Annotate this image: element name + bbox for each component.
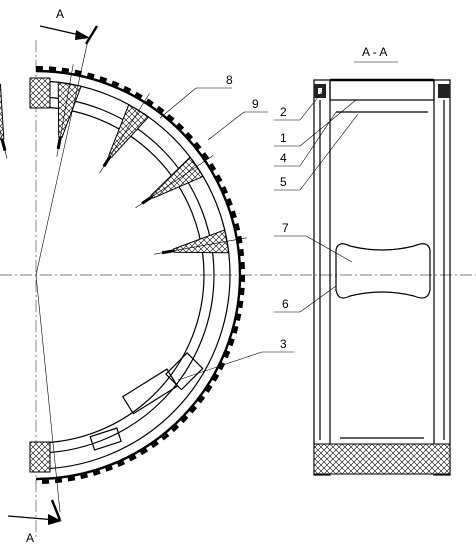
spoke-6 — [108, 103, 150, 158]
callout-4: 4 — [280, 151, 287, 165]
window-slot-upper — [165, 352, 204, 391]
section-title: A - A — [362, 45, 387, 59]
spoke-7 — [150, 156, 204, 199]
leader-5 — [299, 113, 359, 191]
callout-7: 7 — [282, 221, 289, 235]
callout-2: 2 — [280, 105, 287, 119]
section-arrowhead-bottom — [48, 514, 62, 525]
spoke-axis-5 — [56, 64, 74, 157]
bottom-band — [313, 443, 451, 475]
leader-2 — [299, 91, 323, 121]
window-slot-lower — [121, 368, 179, 415]
leader-9 — [207, 111, 245, 141]
callout-6: 6 — [282, 297, 289, 311]
end-block-top — [29, 77, 51, 109]
spoke-8 — [173, 229, 230, 254]
section-line-upper — [35, 39, 89, 276]
window-opening — [335, 243, 431, 299]
callout-5: 5 — [280, 175, 287, 189]
outer-rim-segments — [35, 66, 245, 484]
leader-1 — [299, 99, 357, 147]
section-mark-top: A — [56, 7, 64, 21]
spoke-axis-6 — [99, 93, 150, 174]
cut-mark-lower — [50, 499, 62, 521]
right-wall — [433, 79, 451, 476]
leader-6 — [299, 285, 337, 313]
end-block-bottom — [29, 441, 51, 473]
cut-mark-upper — [84, 25, 99, 45]
left-wall — [313, 79, 331, 476]
inner-rim-arc — [35, 80, 231, 470]
outer-rim-arc — [35, 69, 242, 481]
section-line-lower — [35, 274, 61, 513]
section-arrowhead-top — [75, 30, 90, 40]
section-mark-bottom: A — [26, 531, 34, 545]
half-ring-view — [0, 25, 476, 540]
hub-inner-arc — [35, 106, 205, 444]
spokes-group — [0, 64, 247, 255]
corner-block-right — [438, 84, 450, 98]
callout-8: 8 — [226, 73, 233, 87]
leader-4 — [299, 111, 337, 167]
spoke-axis-4 — [0, 129, 8, 159]
callout-9: 9 — [252, 97, 259, 111]
leader-7 — [305, 235, 353, 263]
leader-3 — [177, 351, 263, 381]
callout-3: 3 — [280, 337, 287, 351]
window-slot-bottom — [89, 427, 122, 451]
corner-hole-left — [318, 88, 322, 94]
section-view — [274, 61, 451, 476]
spoke-axis-8 — [154, 237, 247, 255]
leader-8 — [159, 87, 197, 119]
spoke-axis-7 — [135, 155, 214, 209]
spoke-4 — [0, 83, 5, 141]
top-ring — [329, 79, 435, 101]
callout-1: 1 — [280, 131, 287, 145]
